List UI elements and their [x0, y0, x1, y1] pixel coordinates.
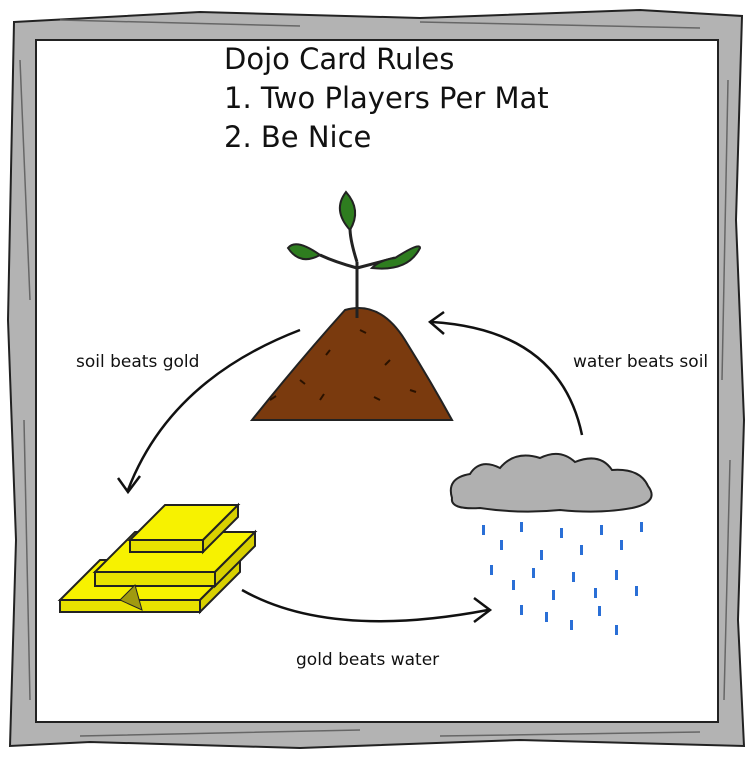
label-soil-beats-gold: soil beats gold — [76, 352, 200, 372]
rule-two: 2. Be Nice — [224, 120, 372, 154]
rule-one: 1. Two Players Per Mat — [224, 81, 549, 115]
cycle-arrows — [116, 310, 584, 623]
rules-block: Dojo Card Rules 1. Two Players Per Mat 2… — [224, 40, 549, 157]
arrow-head-gold — [116, 475, 141, 495]
arrow-soil-to-gold — [126, 328, 301, 491]
rain-cloud-icon — [449, 452, 653, 635]
arrow-head-water — [473, 597, 493, 623]
label-gold-beats-water: gold beats water — [296, 650, 440, 670]
rain-drops — [482, 522, 643, 635]
rules-title: Dojo Card Rules — [224, 42, 455, 76]
sprout-soil-icon — [249, 190, 454, 421]
gold-bars-icon — [57, 502, 258, 615]
arrow-water-to-soil — [431, 320, 584, 436]
label-water-beats-soil: water beats soil — [573, 352, 709, 372]
arrow-head-soil — [427, 310, 445, 335]
arrow-gold-to-water — [241, 588, 489, 623]
